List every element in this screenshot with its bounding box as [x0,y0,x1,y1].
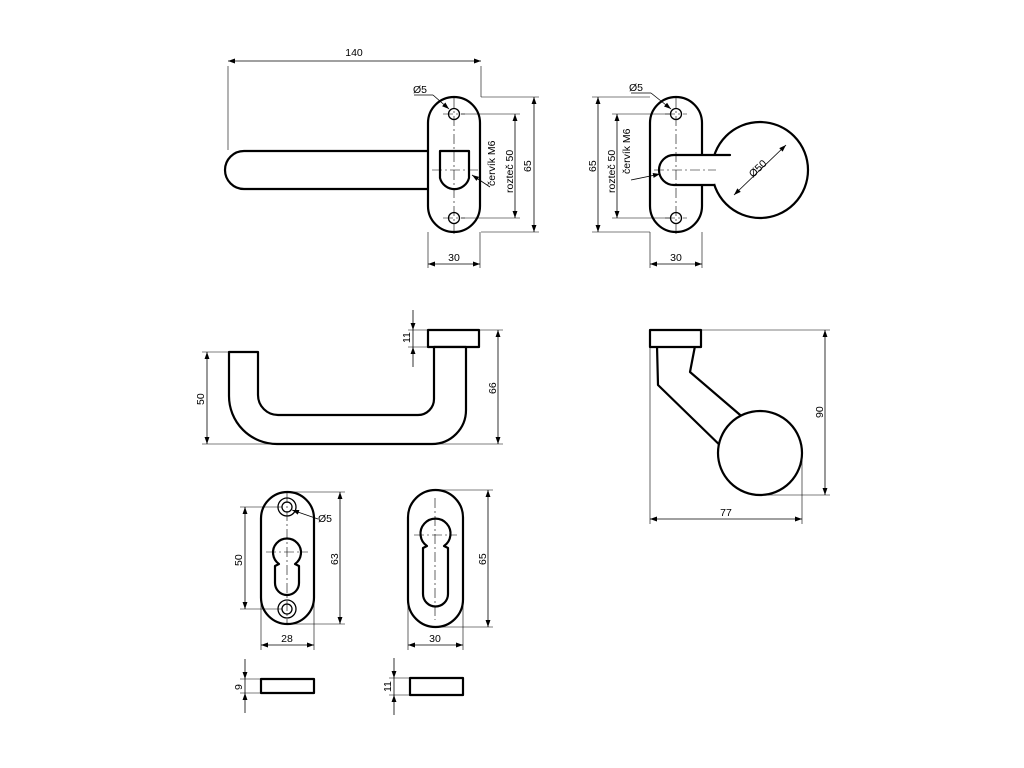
dim-label-overall-height: 90 [814,406,826,418]
lever-front-view: 140 Ø5 červík M6 rozteč 50 65 30 [223,47,539,268]
dim-label-height: 65 [477,553,489,565]
leader-hole [291,509,319,520]
dim-label-hole-spacing: 50 [233,554,245,566]
keyhole-cutout [419,517,452,608]
dim-line-knob-diameter [733,144,787,196]
label-screw: červík M6 [621,128,633,174]
label-hole-diameter: Ø5 [413,84,427,96]
dim-label-projection: 77 [720,507,732,519]
lever-side-handle [227,345,468,446]
leader-hole [432,94,450,110]
dim-label-width: 30 [429,633,441,645]
dim-label-rose-height: 65 [587,160,599,172]
leader-screw [471,174,491,188]
knob-side-rose [648,328,703,349]
dim-label-thickness: 11 [382,681,394,692]
dim-label-spacing: rozteč 50 [504,150,516,193]
knob-side-ball [716,409,804,497]
dim-label-width: 28 [281,633,293,645]
label-hole-diameter: Ø5 [629,82,643,94]
escutcheon-side-profile [259,677,316,695]
dim-label-rose-width: 30 [670,252,682,264]
knob-front-view: Ø5 65 rozteč 50 červík M6 Ø50 30 [587,82,810,268]
dim-label-rose-thickness: 11 [401,332,413,343]
lever-side-rose [426,328,481,349]
leader-hole [650,92,672,110]
dim-label-spacing: rozteč 50 [606,150,618,193]
knob-side-view: 90 77 [648,328,830,524]
leader-screw [630,173,661,181]
dim-label-rose-height: 65 [522,160,534,172]
escutcheon-screws-side-view: 9 [233,659,316,713]
dim-label-height: 63 [329,553,341,565]
dim-label-rose-width: 30 [448,252,460,264]
dim-label-overall-height: 66 [487,382,499,394]
escutcheon-side-profile [408,676,465,697]
dim-label-thickness: 9 [233,684,245,690]
dim-label-grip-height: 50 [195,393,207,405]
escutcheon-plain-view: 65 30 [406,488,493,650]
escutcheon-screws-view: Ø5 50 63 28 [233,490,345,650]
lever-side-view: 11 50 66 [195,310,503,446]
escutcheon-plain-side-view: 11 [382,658,465,715]
label-hole-diameter: Ø5 [318,513,332,525]
dim-label-length: 140 [345,47,363,59]
label-screw: červík M6 [486,140,498,186]
